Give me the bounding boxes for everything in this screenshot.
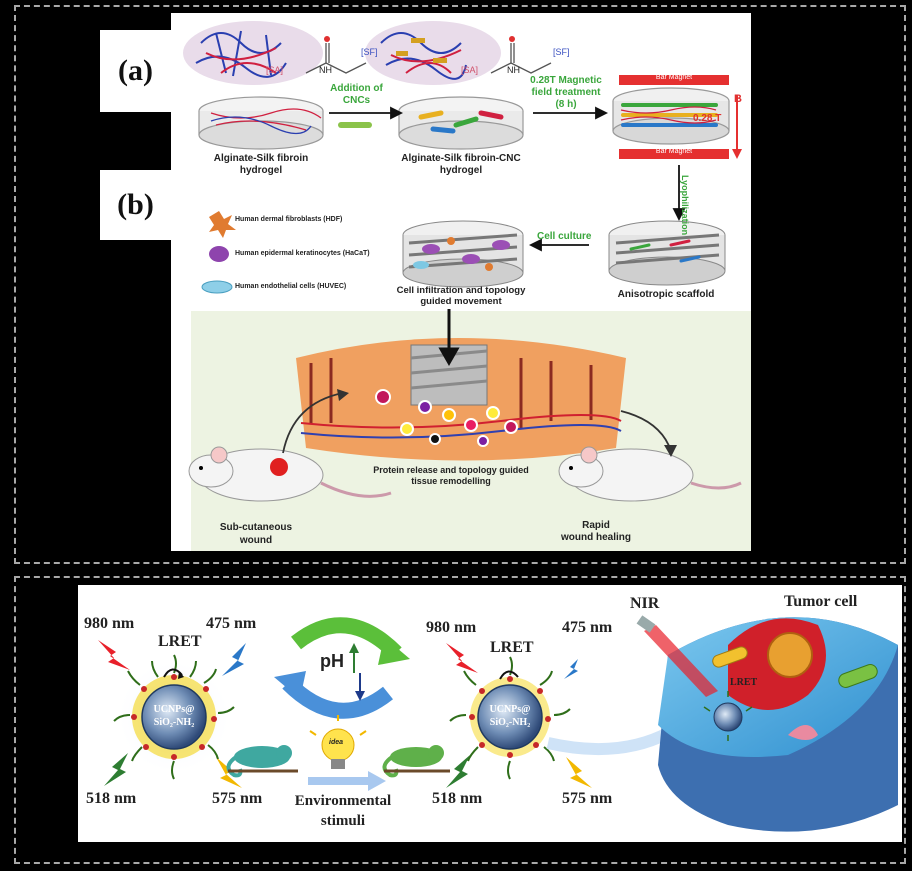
sa-label-2: [SA]	[461, 65, 479, 75]
idea-bulb-icon	[309, 715, 367, 769]
ligand-shell-left	[113, 654, 235, 780]
nir-label: NIR	[630, 595, 660, 612]
particle-right-line2: SiO₂-NH₂	[489, 717, 531, 728]
magnetic-line1: 0.28T Magnetic	[530, 75, 602, 86]
particle-left-line1: UCNPs@	[153, 704, 195, 715]
lret-right: LRET	[490, 639, 534, 656]
bottom-frame	[14, 576, 906, 864]
laser-475-right	[564, 659, 578, 679]
bar-magnet-top	[619, 75, 729, 85]
panel-label-b: (b)	[100, 170, 171, 240]
hydrogel2-line1: Alginate-Silk fibroin-CNC	[401, 153, 521, 164]
magnetic-line2: field treatment	[531, 87, 601, 98]
laser-980-left	[98, 640, 130, 670]
mouse-left	[188, 446, 392, 502]
top-figure-graphics	[183, 21, 751, 551]
magnetic-line3: (8 h)	[555, 99, 577, 110]
laser-475-left	[222, 643, 246, 676]
env-line1: Environmental	[294, 793, 392, 809]
wound-line2: wound	[239, 535, 273, 546]
nm980-right: 980 nm	[426, 619, 477, 636]
top-frame	[14, 5, 906, 564]
ph-arrow-blue	[282, 677, 393, 719]
sf-label-2: [SF]	[553, 47, 570, 57]
bottom-figure: 980 nm 475 nm LRET 518 nm 575 nm UCNPs@ …	[78, 585, 902, 842]
ph-arrow-green	[291, 617, 402, 659]
bar-magnet-top-label: Bar Magnet	[655, 74, 693, 81]
scaffold-label: Anisotropic scaffold	[617, 289, 715, 300]
chameleon-right	[382, 745, 450, 778]
infiltration-line1: Cell infiltration and topology	[396, 285, 526, 296]
addition-line2: CNCs	[342, 95, 371, 106]
legend-huvec: Human endothelial cells (HUVEC)	[235, 283, 347, 290]
implanted-scaffold	[410, 344, 488, 406]
hydrogel-network-2	[365, 21, 501, 85]
panel-label-a: (a)	[100, 30, 171, 112]
hydrogel2-line2: hydrogel	[439, 165, 483, 176]
healing-line1: Rapid	[582, 520, 610, 531]
infiltration-line2: guided movement	[420, 296, 502, 307]
nm475-left: 475 nm	[206, 615, 257, 632]
healing-line2: wound healing	[561, 532, 631, 543]
protein-line1: Protein release and topology guided	[373, 465, 529, 475]
protein-line2: tissue remodelling	[411, 476, 491, 486]
hydrogel1-line1: Alginate-Silk fibroin	[213, 153, 309, 164]
hacat-icon	[209, 246, 229, 262]
nm980-left: 980 nm	[84, 615, 135, 632]
chameleon-left	[226, 745, 298, 778]
env-line2: stimuli	[320, 813, 366, 829]
top-figure: [SA] [SF] NH [SA] [SF] NH Alginate-Silk …	[171, 13, 751, 551]
nm575-right: 575 nm	[562, 790, 613, 807]
cell-culture-label: Cell culture	[537, 231, 592, 242]
nm518-right: 518 nm	[432, 790, 483, 807]
field-b-label: B	[734, 93, 742, 105]
huvec-icon	[201, 280, 233, 294]
nm575-left: 575 nm	[212, 790, 263, 807]
laser-980-right	[446, 643, 478, 673]
legend-hacat: Human epidermal keratinocytes (HaCaT)	[235, 250, 370, 257]
scaffold-right	[608, 220, 726, 286]
bar-magnet-bottom	[619, 149, 729, 159]
lret-inner-label: LRET	[730, 677, 758, 688]
nh-label-2: NH	[507, 65, 520, 75]
nir-beam	[644, 625, 718, 697]
tumor-cell	[658, 617, 898, 832]
lyophilization-label: Lyophilization	[680, 175, 690, 236]
hydrogel-network-1	[183, 21, 323, 85]
laser-518-right	[446, 755, 470, 788]
tumor-cell-label: Tumor cell	[784, 593, 858, 610]
addition-line1: Addition of	[330, 83, 383, 94]
idea-label: idea	[329, 739, 344, 746]
particle-right-line1: UCNPs@	[489, 704, 531, 715]
legend-hdf: Human dermal fibroblasts (HDF)	[235, 216, 343, 223]
nh-label: NH	[319, 65, 332, 75]
wound-line1: Sub-cutaneous	[219, 522, 293, 533]
nm518-left: 518 nm	[86, 790, 137, 807]
sf-label: [SF]	[361, 47, 378, 57]
mouse-right	[558, 446, 742, 502]
bar-magnet-bottom-label: Bar Magnet	[655, 148, 693, 155]
hydrogel1-line2: hydrogel	[239, 165, 283, 176]
ph-label: pH	[320, 651, 344, 671]
ligand-shell-right	[449, 656, 571, 780]
sa-label: [SA]	[266, 65, 284, 75]
particle-left-line2: SiO₂-NH₂	[153, 717, 195, 728]
laser-518-left	[104, 753, 128, 786]
dish-1	[198, 96, 324, 150]
hdf-icon	[209, 211, 236, 238]
lret-left: LRET	[158, 633, 202, 650]
bottom-figure-graphics	[98, 615, 898, 832]
laser-575-right	[566, 757, 592, 788]
nm475-right: 475 nm	[562, 619, 613, 636]
field-value-label: 0.28 T	[693, 113, 722, 124]
